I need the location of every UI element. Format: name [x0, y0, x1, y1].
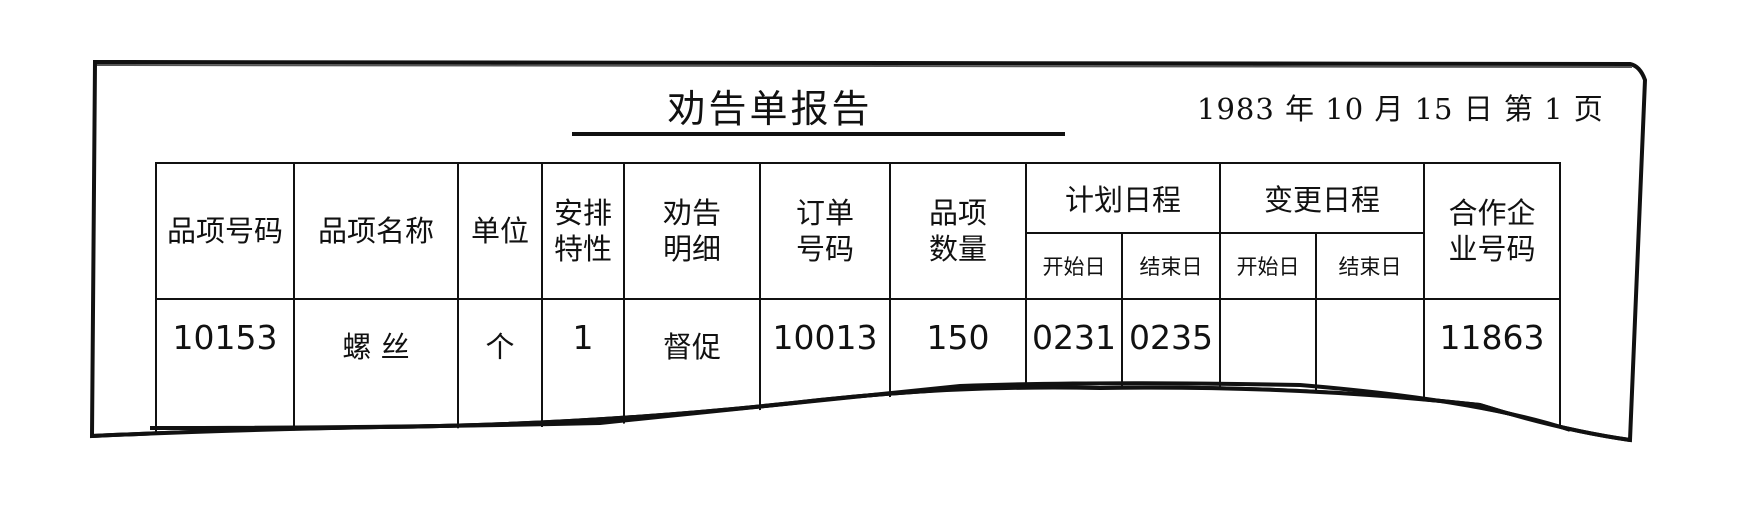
cell-order-no: 10013 [759, 298, 891, 441]
cell-partner-no: 11863 [1423, 298, 1561, 441]
cell-planned-start: 0231 [1025, 298, 1123, 441]
report-title: 劝告单报告 [667, 87, 873, 131]
header-planned-end: 结束日 [1121, 232, 1221, 300]
header-order-no: 订单号码 [759, 162, 891, 300]
header-item-no: 品项号码 [155, 162, 295, 300]
advice-report-table: 品项号码 品项名称 单位 安排特性 劝告明细 订单号码 品项数量 计划日程 变更… [155, 162, 1561, 441]
cell-item-name: 螺 丝 [293, 298, 459, 441]
cell-quantity: 150 [889, 298, 1027, 441]
subheader-row: 开始日 结束日 开始日 结束日 [156, 232, 1560, 300]
cell-item-no: 10153 [155, 298, 295, 441]
header-changed-schedule: 变更日程 [1219, 162, 1425, 234]
header-changed-end: 结束日 [1315, 232, 1425, 300]
report-date-page: 1983 年 10 月 15 日 第 1 页 [1197, 92, 1604, 126]
header-changed-start: 开始日 [1219, 232, 1317, 300]
cell-changed-end [1315, 298, 1425, 441]
cell-advice-detail: 督促 [623, 298, 761, 441]
cell-changed-start [1219, 298, 1317, 441]
cell-planned-end: 0235 [1121, 298, 1221, 441]
header-planned-start: 开始日 [1025, 232, 1123, 300]
table-row: 10153 螺 丝 个 1 督促 10013 150 0231 0235 118… [155, 298, 1561, 441]
header-row: 品项号码 品项名称 单位 安排特性 劝告明细 订单号码 品项数量 计划日程 变更… [155, 162, 1561, 300]
header-planned-schedule: 计划日程 [1025, 162, 1221, 234]
header-arrangement: 安排特性 [541, 162, 625, 300]
cell-arrangement: 1 [541, 298, 625, 441]
header-quantity: 品项数量 [889, 162, 1027, 300]
header-unit: 单位 [457, 162, 543, 300]
header-partner-no: 合作企业号码 [1423, 162, 1561, 300]
header-advice-detail: 劝告明细 [623, 162, 761, 300]
cell-unit: 个 [457, 298, 543, 441]
header-item-name: 品项名称 [293, 162, 459, 300]
